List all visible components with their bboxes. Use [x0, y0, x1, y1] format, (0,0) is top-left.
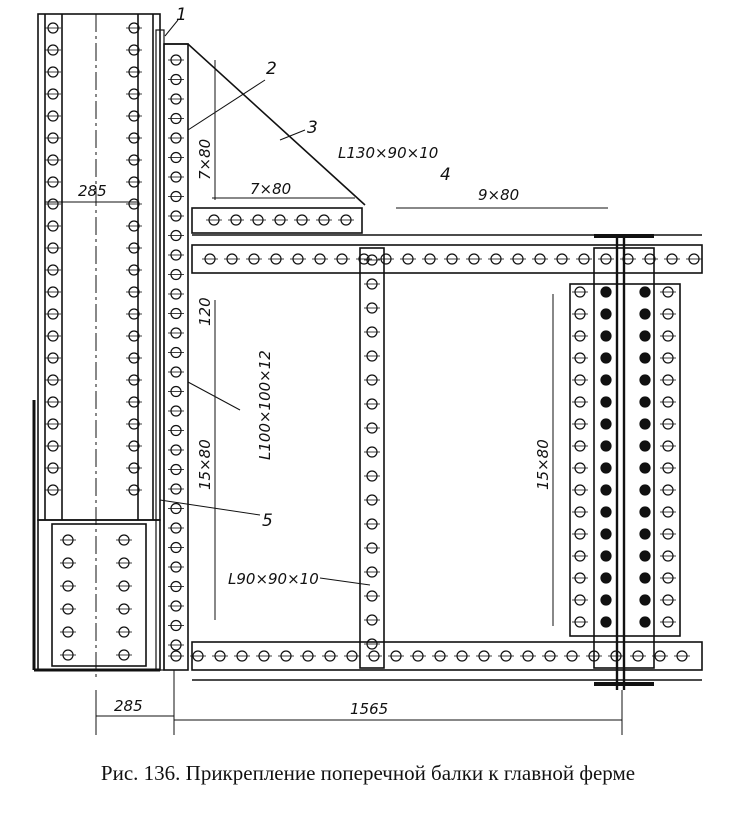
rivet: [600, 506, 612, 518]
rivet: [639, 572, 651, 584]
angle-top-label: L130×90×10: [338, 144, 438, 162]
angle-small-label: L90×90×10: [228, 570, 319, 588]
rivet: [639, 528, 651, 540]
stiffener-angle: [359, 247, 385, 669]
rivet: [639, 462, 651, 474]
rivet: [639, 550, 651, 562]
angle-vertical-label: L100×100×12: [256, 350, 274, 460]
bottom-total-dim: 1565: [350, 700, 388, 718]
rivet: [600, 396, 612, 408]
rivet: [639, 616, 651, 628]
rivet: [600, 616, 612, 628]
gap-dim: 120: [196, 297, 214, 326]
callout-4: 4: [440, 165, 451, 185]
rivet: [600, 572, 612, 584]
rivet-pattern: [45, 22, 702, 662]
pitch-vertical-main: 15×80: [196, 439, 214, 490]
rivet: [639, 594, 651, 606]
rivet: [639, 330, 651, 342]
callout-2: 2: [266, 59, 277, 79]
bracket-plate: [164, 43, 366, 206]
col-width-dim: 285: [78, 182, 107, 200]
rivet: [639, 308, 651, 320]
rivet: [600, 550, 612, 562]
callout-1: 1: [176, 5, 187, 25]
figure-caption: Рис. 136. Прикрепление поперечной балки …: [30, 760, 706, 786]
pitch-top-right: 9×80: [478, 186, 519, 204]
callout-3: 3: [307, 118, 318, 138]
pitch-vertical-top: 7×80: [196, 139, 214, 180]
callout-5: 5: [262, 511, 273, 531]
rivet: [600, 440, 612, 452]
rivet: [600, 352, 612, 364]
rivet: [600, 308, 612, 320]
rivet: [639, 506, 651, 518]
figure-number: Рис. 136.: [100, 761, 181, 785]
rivet: [639, 352, 651, 364]
rivet: [600, 484, 612, 496]
rivet: [639, 374, 651, 386]
rivet: [639, 440, 651, 452]
top-angle: [191, 207, 363, 234]
pitch-horizontal-top: 7×80: [250, 180, 291, 198]
rivet: [600, 528, 612, 540]
rivet: [639, 418, 651, 430]
rivet: [639, 484, 651, 496]
rivet: [639, 396, 651, 408]
pitch-right-plate: 15×80: [534, 439, 552, 490]
truss-connection-drawing: 1 2 3 4 5 L130×90×10 L100×100×12 L90×90×…: [32, 5, 703, 735]
rivet: [600, 374, 612, 386]
bottom-left-dim: 285: [114, 697, 143, 715]
rivet: [600, 594, 612, 606]
rivet: [600, 330, 612, 342]
rivet: [600, 462, 612, 474]
rivet: [600, 286, 612, 298]
rivet: [639, 286, 651, 298]
rivet: [600, 418, 612, 430]
figure-title: Прикрепление поперечной балки к главной …: [185, 761, 636, 785]
lower-column: [37, 519, 161, 671]
